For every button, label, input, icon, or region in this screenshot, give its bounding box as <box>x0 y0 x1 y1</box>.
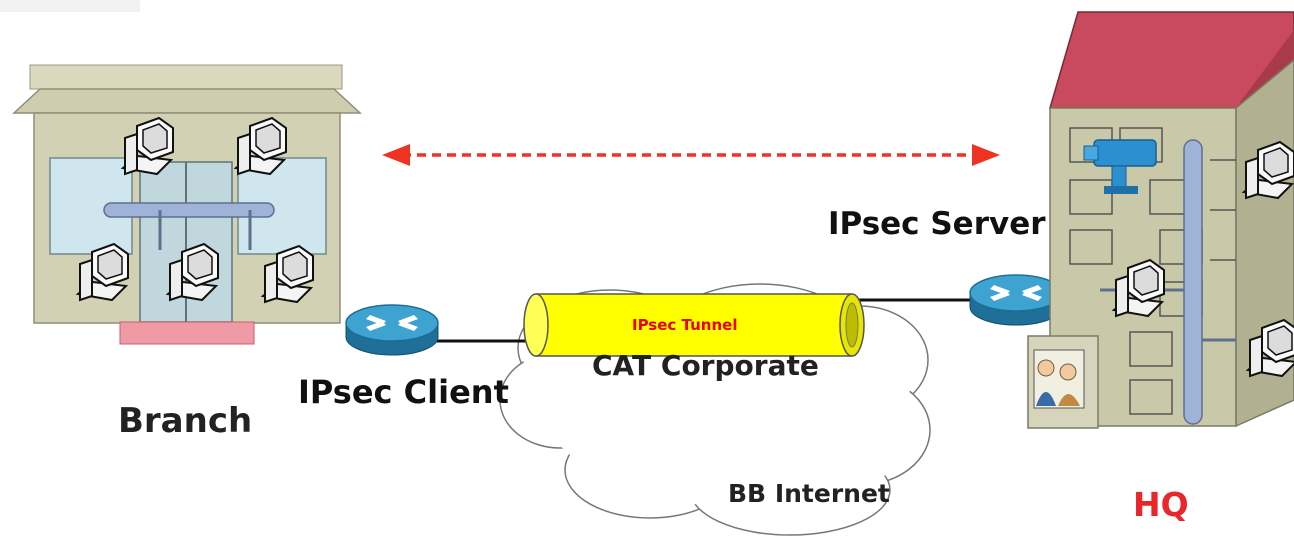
hq-label: HQ <box>1133 485 1189 524</box>
cat-corporate-label: CAT Corporate <box>592 349 819 382</box>
ipsec-client-label: IPsec Client <box>298 373 509 411</box>
branch-label: Branch <box>118 401 253 441</box>
ipsec-tunnel-label: IPsec Tunnel <box>632 316 738 334</box>
router-icon <box>345 304 439 356</box>
bb-internet-label: BB Internet <box>728 479 890 508</box>
router-icon <box>969 274 1063 326</box>
ipsec-server-label: IPsec Server <box>828 206 1046 242</box>
camera-icon <box>1083 139 1157 194</box>
branch-building <box>0 0 362 345</box>
double-arrow <box>382 144 1000 166</box>
people-icon <box>1027 335 1099 429</box>
tunnel-shape <box>523 293 865 357</box>
